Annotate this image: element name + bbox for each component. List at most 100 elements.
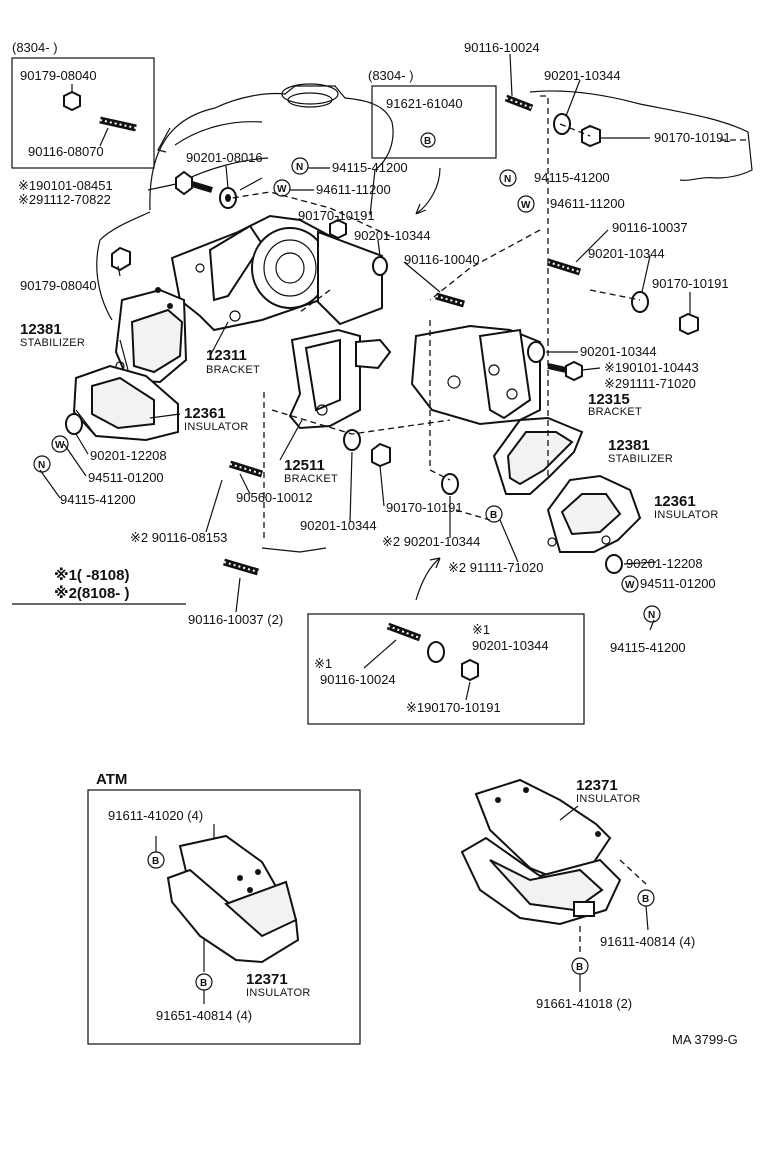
label-94115-41200-c: 94115-41200 — [60, 492, 136, 507]
label-90179-08040: 90179-08040 — [20, 278, 97, 293]
leader-lines — [39, 53, 691, 631]
label-90201-10344-a: 90201-10344 — [354, 228, 431, 243]
label-insulator-right: INSULATOR — [576, 793, 641, 805]
svg-text:B: B — [490, 510, 497, 521]
label-12511-bracket: 12511 — [284, 457, 325, 474]
label-91661-41018: 91661-41018 (2) — [536, 996, 632, 1011]
insulator-12371-atm — [166, 834, 300, 964]
atm-box: ATM 91611-41020 (4) B B 12371 INSULATOR … — [87, 771, 361, 1045]
svg-text:N: N — [504, 174, 511, 185]
svg-text:W: W — [521, 200, 531, 211]
b-mark-icon: B — [485, 505, 503, 523]
inset2-header: (8304- ) — [368, 68, 414, 83]
label-90116-10024-top: 90116-10024 — [464, 40, 540, 55]
svg-text:B: B — [200, 978, 207, 989]
label-90116-10037-2: 90116-10037 (2) — [188, 612, 283, 627]
variant-legend: ※1( -8108) ※2(8108- ) — [12, 566, 186, 605]
label-94115-41200: 94115-41200 — [332, 160, 408, 175]
nut-icon — [581, 124, 601, 148]
n-mark-icon: N — [499, 169, 517, 187]
b-mark-icon: B — [637, 889, 655, 907]
label-94511-01200-b: 94511-01200 — [640, 576, 716, 591]
svg-text:B: B — [576, 962, 583, 973]
part-number-labels: 90116-10024 90201-10344 90170-10191 9020… — [18, 40, 731, 655]
b-mark-icon: B — [147, 851, 165, 869]
w-mark-icon: W — [273, 179, 291, 197]
label-stabilizer-b: STABILIZER — [608, 453, 673, 465]
label-90201-12208-b: 90201-12208 — [626, 556, 703, 571]
svg-text:W: W — [277, 184, 287, 195]
label-90201-10344-c: 90201-10344 — [580, 344, 657, 359]
inset-box-8304-nut-stud: (8304- ) 90179-08040 90116-08070 — [11, 40, 155, 169]
label-insulator: INSULATOR — [184, 421, 249, 433]
label-12311-bracket: 12311 — [206, 347, 247, 364]
insulator-12361-right — [546, 474, 642, 553]
label-90201-10344-box3: 90201-10344 — [472, 638, 549, 653]
washer-icon — [65, 413, 83, 435]
svg-text:B: B — [424, 136, 431, 147]
nut-icon — [679, 312, 699, 336]
nut-icon — [111, 246, 131, 272]
b-mark-icon — [420, 132, 436, 148]
stud-bolt-icon — [504, 94, 534, 112]
label-90201-10344-d: 90201-10344 — [300, 518, 377, 533]
inset-box-variant1: ※1 90116-10024 ※1 90201-10344 ※190170-10… — [307, 613, 585, 725]
n-mark-icon: N — [33, 455, 51, 473]
label-90116-10024-box3: 90116-10024 — [320, 672, 396, 687]
bolt-head-icon — [175, 170, 193, 196]
label-90170-10191-a: 90170-10191 — [298, 208, 375, 223]
label-90201-10344-b: 90201-10344 — [588, 246, 665, 261]
svg-text:B: B — [152, 856, 159, 867]
washer-icon — [441, 473, 459, 495]
inset-frame — [11, 57, 155, 169]
label-291112-70822: ※291112-70822 — [18, 192, 111, 207]
label-bracket-12511: BRACKET — [284, 473, 338, 485]
svg-text:N: N — [648, 610, 655, 621]
label-90201-08016: 90201-08016 — [186, 150, 263, 165]
label-box3-stud-mark: ※1 — [314, 656, 332, 671]
label-bracket: BRACKET — [206, 364, 260, 376]
arrow-icon — [415, 167, 441, 215]
label-12371-right: 12371 — [576, 777, 618, 794]
stabilizer-12381-left — [114, 287, 188, 384]
label-190101-10443: ※190101-10443 — [604, 360, 699, 375]
label-box3-washer-mark: ※1 — [472, 622, 490, 637]
label-90560-10012: 90560-10012 — [236, 490, 313, 505]
label-insulator-atm: INSULATOR — [246, 987, 311, 999]
bracket-12511 — [288, 328, 392, 430]
hex-nut-icon — [63, 90, 81, 112]
label-90170-10191-b: 90170-10191 — [652, 276, 729, 291]
transmission-outline — [529, 90, 753, 182]
label-94611-11200: 94611-11200 — [316, 182, 391, 197]
marker-icons: N W N W W N B W N — [33, 157, 661, 623]
label-12315-bracket: 12315 — [588, 391, 630, 408]
svg-text:N: N — [38, 460, 45, 471]
inset-header: (8304- ) — [12, 40, 58, 55]
assembly-dashed-lines — [231, 95, 641, 540]
n-mark-icon: N — [291, 157, 309, 175]
label-insulator-b: INSULATOR — [654, 509, 719, 521]
legend-variant-2: ※2(8108- ) — [54, 584, 129, 602]
svg-text:W: W — [625, 580, 635, 591]
label-12381-stabilizer-b: 12381 — [608, 437, 650, 454]
bracket-12311-assembly — [170, 214, 383, 332]
inset-box-8304-plug: (8304- ) 91621-61040 B — [368, 68, 497, 159]
label-94611-11200-b: 94611-11200 — [550, 196, 625, 211]
b-mark-icon: B — [195, 973, 213, 991]
label-90116-08153: ※2 90116-08153 — [130, 530, 227, 545]
legend-variant-1: ※1( -8108) — [54, 566, 129, 584]
label-bracket-12315: BRACKET — [588, 406, 642, 418]
label-190101-08451: ※190101-08451 — [18, 178, 113, 193]
washer-icon — [343, 429, 361, 451]
atm-title: ATM — [96, 771, 127, 788]
label-291111-71020: ※291111-71020 — [604, 376, 696, 391]
label-12381-stabilizer: 12381 — [20, 321, 62, 338]
washer-icon — [605, 554, 623, 574]
label-90170-10191-c: 90170-10191 — [386, 500, 463, 515]
label-90201-12208: 90201-12208 — [90, 448, 167, 463]
atm-frame — [87, 789, 361, 1045]
label-190170-10191-box3: ※190170-10191 — [406, 700, 501, 715]
label-94115-41200-b: 94115-41200 — [534, 170, 610, 185]
engine-block-outline — [96, 83, 394, 321]
nut-icon — [371, 442, 391, 468]
